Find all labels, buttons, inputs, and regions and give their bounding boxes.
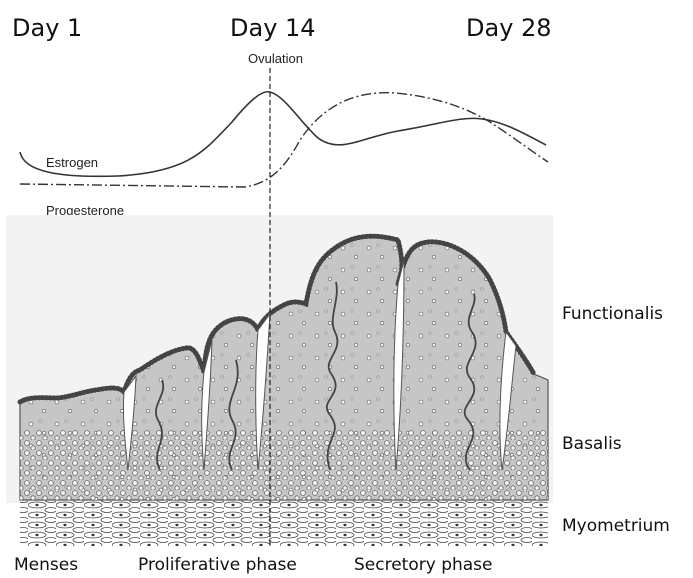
myometrium-layer	[20, 500, 548, 546]
basalis-layer	[20, 430, 548, 500]
progesterone-curve	[20, 93, 548, 187]
estrogen-curve	[20, 92, 546, 177]
